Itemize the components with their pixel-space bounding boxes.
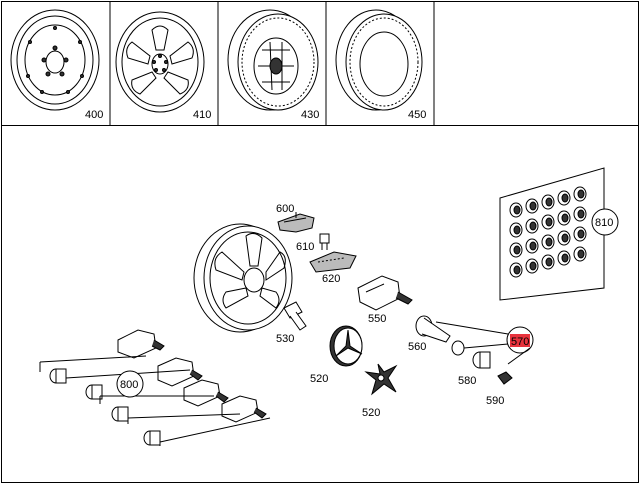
bolt-cap-center [561,233,569,243]
part-590[interactable] [497,371,513,385]
bolt-cap-center [545,237,553,247]
part-580[interactable] [472,351,491,369]
part-520-cap[interactable] [329,325,363,367]
label-560[interactable]: 560 [408,341,426,353]
part-560[interactable] [415,315,465,356]
part-800-sensor-set[interactable] [39,329,271,446]
part-620[interactable] [309,251,357,273]
callout-circle-800 [116,370,144,398]
bolt-cap-center [577,249,585,259]
part-530[interactable] [283,301,307,331]
top-panel: 400 410 430 [1,1,639,126]
part-520-hub[interactable] [364,363,398,396]
label-590[interactable]: 590 [486,395,504,407]
highlight-marker-570 [510,334,530,347]
bolt-cap-center [529,221,537,231]
bolt-cap-center [529,201,537,211]
bolt-cap-center [561,253,569,263]
label-800[interactable]: 800 [120,379,138,391]
label-450[interactable]: 450 [408,109,426,121]
label-410[interactable]: 410 [193,109,211,121]
bolt-cap-center [513,265,521,275]
label-610[interactable]: 610 [296,241,314,253]
label-600[interactable]: 600 [276,203,294,215]
bolt-cap-center [529,241,537,251]
steel-rim-icon[interactable] [10,9,100,111]
bolt-cap-center [513,225,521,235]
leader-570 [507,347,531,365]
alloy-rim-icon[interactable] [115,11,205,113]
label-580[interactable]: 580 [458,375,476,387]
bolt-cap-center [545,217,553,227]
bolt-cap-center [561,213,569,223]
part-610[interactable] [319,233,330,250]
alloy-rim-icon [193,223,293,333]
label-520-a[interactable]: 520 [310,373,328,385]
bolt-cap-center [545,257,553,267]
part-810-cap-set[interactable] [499,167,605,301]
lower-panel-frame [1,125,639,483]
leader-570 [463,343,509,349]
part-550[interactable] [357,275,413,311]
bolt-cap-center [513,205,521,215]
label-530[interactable]: 530 [276,333,294,345]
bolt-cap-center [545,197,553,207]
callout-circle-810 [591,208,619,236]
label-570[interactable]: 570 [511,336,529,348]
bolt-cap-center [529,261,537,271]
part-600[interactable] [277,212,315,233]
cap-grid [509,186,587,278]
bolt-cap-center [513,245,521,255]
bolt-cap-center [577,189,585,199]
label-550[interactable]: 550 [368,313,386,325]
tire-icon[interactable] [335,9,423,111]
label-810[interactable]: 810 [595,217,613,229]
bolt-cap-center [577,229,585,239]
label-520-b[interactable]: 520 [362,407,380,419]
label-430[interactable]: 430 [301,109,319,121]
complete-wheel-icon[interactable] [227,9,319,111]
label-620[interactable]: 620 [322,273,340,285]
label-400[interactable]: 400 [85,109,103,121]
bolt-cap-center [561,193,569,203]
bolt-cap-center [577,209,585,219]
leader-570 [435,321,509,335]
